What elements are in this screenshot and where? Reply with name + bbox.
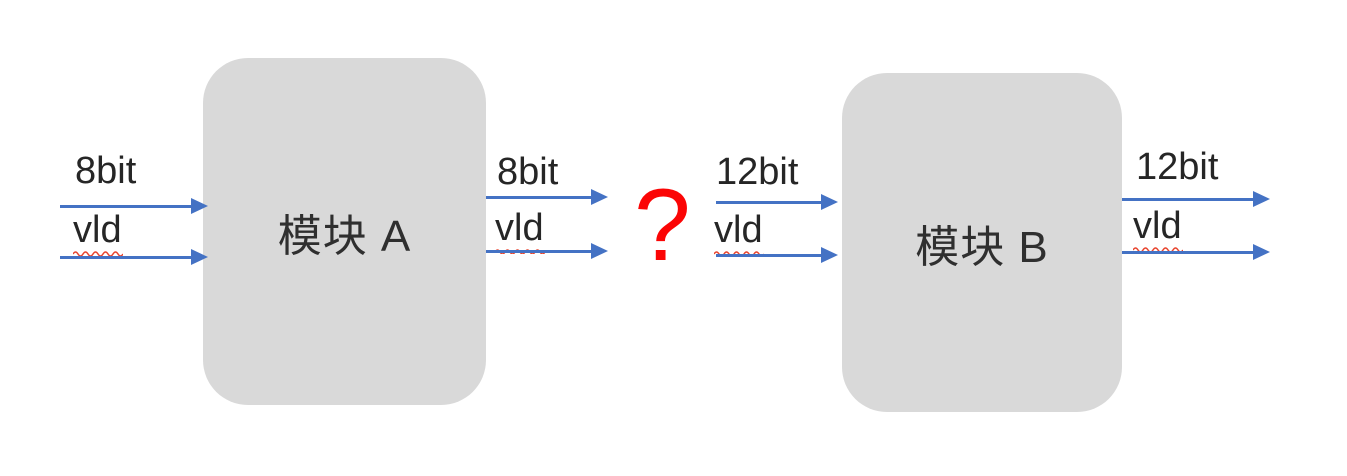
arrow-shaft: [60, 255, 194, 259]
output-b-bus-arrow: [1122, 191, 1270, 207]
output-b-vld-text: vld: [1133, 205, 1182, 247]
input-b-bus-arrow: [716, 194, 838, 210]
output-a-bus-label: 8bit: [497, 151, 559, 193]
arrow-shaft: [1122, 197, 1256, 201]
input-a-bus-arrow: [60, 198, 208, 214]
arrow-head-icon: [591, 189, 608, 205]
module-b-label: 模块 B: [915, 222, 1049, 272]
input-b-bus-label: 12bit: [716, 151, 799, 193]
output-b-bus-label: 12bit: [1136, 146, 1219, 188]
input-a-bus-label: 8bit: [75, 150, 137, 192]
output-b-vld-label: vld: [1133, 205, 1183, 252]
arrow-head-icon: [1253, 191, 1270, 207]
output-a-vld-text: vld: [495, 207, 544, 249]
arrow-shaft: [716, 200, 824, 204]
arrow-head-icon: [591, 243, 608, 259]
output-b-vld-arrow: [1122, 244, 1270, 260]
module-a-block: 模块 A: [203, 58, 486, 405]
arrow-head-icon: [191, 249, 208, 265]
arrow-shaft: [486, 249, 594, 253]
input-b-vld-arrow: [716, 247, 838, 263]
arrow-shaft: [486, 195, 594, 199]
arrow-shaft: [60, 204, 194, 208]
arrow-head-icon: [1253, 244, 1270, 260]
arrow-shaft: [1122, 250, 1256, 254]
module-b-block: 模块 B: [842, 73, 1122, 412]
arrow-shaft: [716, 253, 824, 257]
input-b-vld-text: vld: [714, 209, 763, 251]
arrow-head-icon: [821, 247, 838, 263]
question-mark: ?: [634, 168, 691, 282]
arrow-head-icon: [191, 198, 208, 214]
input-a-vld-arrow: [60, 249, 208, 265]
module-a-label: 模块 A: [277, 211, 412, 261]
arrow-head-icon: [821, 194, 838, 210]
output-a-bus-arrow: [486, 189, 608, 205]
output-a-vld-arrow: [486, 243, 608, 259]
input-a-vld-text: vld: [73, 209, 122, 251]
